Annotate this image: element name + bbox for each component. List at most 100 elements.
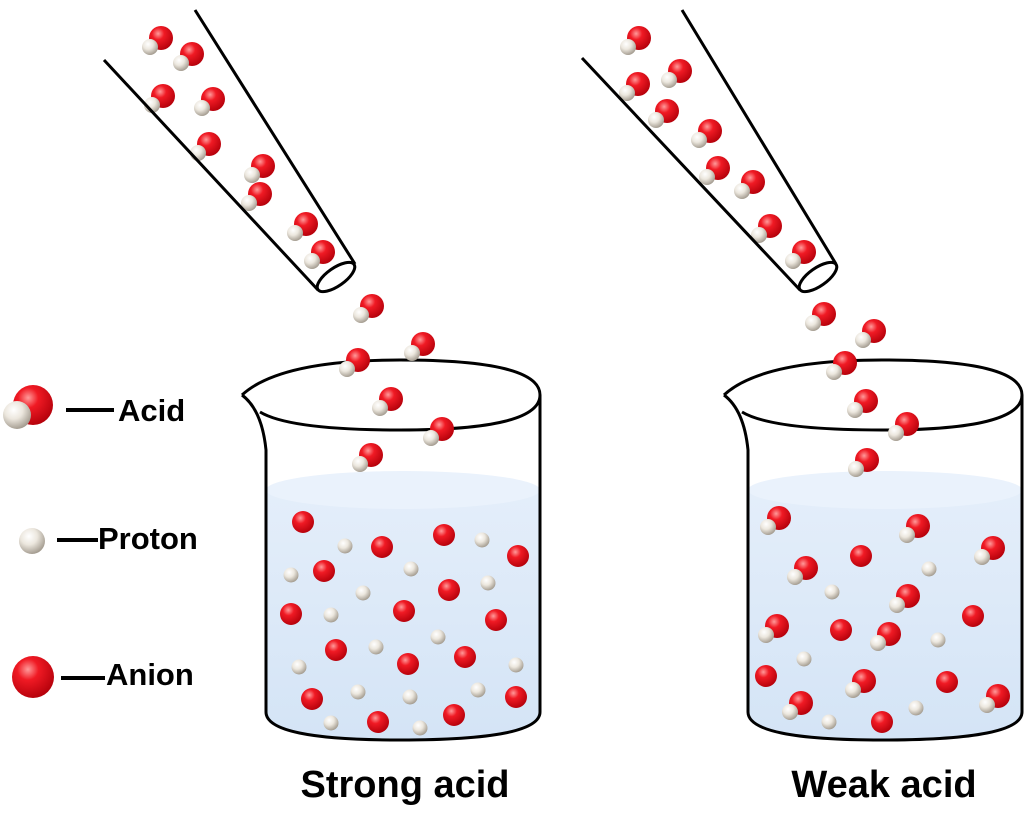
acid-proton-part (287, 225, 303, 241)
legend-proton-label: Proton (98, 521, 198, 556)
acid-proton-part (782, 704, 798, 720)
legend: Acid Proton Anion (3, 385, 198, 698)
pipette-weak-outline (580, 9, 838, 292)
acid-molecule (974, 536, 1005, 565)
beaker-strong-outline (241, 393, 542, 742)
pipette-weak (580, 9, 839, 294)
anion-particle (871, 711, 893, 733)
acid-molecule (648, 99, 679, 128)
acid-proton-part (339, 361, 355, 377)
proton-particle (921, 561, 937, 577)
proton-particle (821, 714, 837, 730)
acid-proton-part (304, 253, 320, 269)
proton-particle (508, 657, 524, 673)
acid-molecule (899, 514, 930, 543)
acid-proton-part (661, 72, 677, 88)
acid-proton-part (751, 227, 767, 243)
anion-particle (505, 686, 527, 708)
beaker-weak-water-surface (748, 471, 1022, 509)
proton-particle (908, 700, 924, 716)
acid-molecule (782, 691, 813, 720)
pipette-weak-tip (797, 260, 839, 294)
proton-particle (474, 532, 490, 548)
acid-proton-part (699, 169, 715, 185)
proton-particle (412, 720, 428, 736)
acid-proton-part (826, 364, 842, 380)
beaker-weak-outline (723, 393, 1024, 742)
anion-particle (443, 704, 465, 726)
acid-molecule (194, 87, 225, 116)
acid-molecule (751, 214, 782, 243)
acid-proton-part (870, 635, 886, 651)
proton-particle (930, 632, 946, 648)
acid-proton-part (620, 39, 636, 55)
anion-particle (313, 560, 335, 582)
anion-particle (292, 511, 314, 533)
pipette-strong-acid-molecules (142, 26, 335, 269)
proton-particle (824, 584, 840, 600)
beaker-weak (722, 358, 1024, 742)
anion-particle (755, 665, 777, 687)
pipette-strong (102, 9, 357, 294)
acid-molecule (805, 302, 836, 331)
pipette-weak-acid-molecules (619, 26, 816, 269)
acid-molecule (372, 387, 403, 416)
anion-particle (325, 639, 347, 661)
proton-particle (337, 538, 353, 554)
proton-particle (323, 607, 339, 623)
proton-particle (291, 659, 307, 675)
beaker-strong (240, 358, 542, 742)
legend-anion-circle (12, 656, 54, 698)
caption-strong-acid: Strong acid (300, 764, 509, 806)
acid-proton-part (848, 461, 864, 477)
acid-molecule (845, 669, 876, 698)
acid-proton-part (173, 55, 189, 71)
legend-proton-icon (19, 528, 45, 554)
acid-proton-part (855, 332, 871, 348)
acid-proton-part (619, 85, 635, 101)
acid-proton-part (404, 345, 420, 361)
beaker-strong-rim (240, 358, 542, 432)
legend-anion-label: Anion (106, 657, 194, 692)
proton-particle (283, 567, 299, 583)
acid-molecule (826, 351, 857, 380)
acid-molecule (848, 448, 879, 477)
anion-particle (397, 653, 419, 675)
acid-molecule (304, 240, 335, 269)
acid-molecule (870, 622, 901, 651)
acid-molecule (758, 614, 789, 643)
legend-acid-label: Acid (118, 393, 185, 428)
acid-molecule (404, 332, 435, 361)
acid-proton-part (142, 39, 158, 55)
acid-molecule (661, 59, 692, 88)
legend-acid-proton-part (3, 401, 31, 429)
acid-molecule (142, 26, 173, 55)
falling-drops-strong (339, 294, 454, 472)
acid-proton-part (785, 253, 801, 269)
proton-particle (350, 684, 366, 700)
proton-particle (368, 639, 384, 655)
acid-molecule (691, 119, 722, 148)
proton-particle (430, 629, 446, 645)
anion-particle (962, 605, 984, 627)
acid-proton-part (194, 100, 210, 116)
proton-particle (355, 585, 371, 601)
acid-proton-part (979, 697, 995, 713)
anion-particle (830, 619, 852, 641)
acid-proton-part (241, 195, 257, 211)
acid-molecule (889, 584, 920, 613)
acid-molecule (785, 240, 816, 269)
anion-particle (301, 688, 323, 710)
acid-molecule (787, 556, 818, 585)
acid-molecule (855, 319, 886, 348)
acid-molecule (352, 443, 383, 472)
acid-proton-part (760, 519, 776, 535)
acid-molecule (241, 182, 272, 211)
anion-particle (393, 600, 415, 622)
proton-particle (323, 715, 339, 731)
acid-molecule (423, 417, 454, 446)
acid-proton-part (353, 307, 369, 323)
acid-molecule (339, 348, 370, 377)
legend-proton-circle (19, 528, 45, 554)
proton-particle (796, 651, 812, 667)
